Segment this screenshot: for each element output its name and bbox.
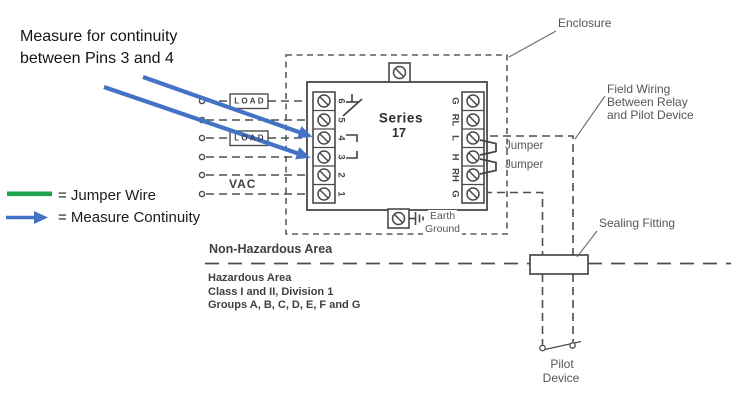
sealing-fitting-label: Sealing Fitting (599, 216, 676, 230)
enclosure-outline (285, 54, 508, 235)
terminal-number-3: 3 (335, 154, 347, 160)
field-wiring-line2: Between Relay (607, 95, 688, 109)
wire-end-circles (198, 97, 206, 198)
device-title-line2: 17 (392, 126, 406, 140)
terminal-number-1: 1 (335, 191, 347, 197)
enclosure-label: Enclosure (558, 16, 612, 30)
sealing-fitting-box (529, 254, 589, 275)
annotation-note: Measure for continuity between Pins 3 an… (20, 26, 177, 70)
no-contact-symbol (346, 134, 358, 159)
pilot-device-line2: Device (542, 371, 580, 385)
terminal-number-5: 5 (335, 117, 347, 123)
vac-label: VAC (229, 177, 257, 191)
nc-contact-symbol (342, 94, 363, 117)
screw-icon (391, 211, 406, 226)
load-label-2: LOAD (234, 133, 266, 143)
terminal-number-4: 4 (335, 135, 347, 141)
load-box-1 (229, 93, 269, 110)
right-terminal-strip (461, 91, 485, 204)
earth-ground-terminal (387, 208, 424, 229)
jumper-wire-swatch-icon (7, 191, 52, 197)
field-wiring-lines (484, 135, 574, 345)
terminal-letter-g-bottom: G (449, 190, 461, 198)
hazardous-area-line1: Hazardous Area (208, 272, 292, 284)
terminal-number-6: 6 (335, 98, 347, 104)
terminal-letter-g-top: G (449, 97, 461, 105)
hazardous-area-line3: Groups A, B, C, D, E, F and G (208, 299, 361, 311)
terminal-letter-h: H (449, 153, 461, 161)
jumper-label-2: Jumper (505, 159, 544, 171)
terminal-letter-rh: RH (449, 168, 461, 182)
field-wiring-line1: Field Wiring (607, 82, 671, 96)
terminal-number-2: 2 (335, 172, 347, 178)
ground-symbol-icon (409, 212, 424, 225)
hazardous-area-block: Hazardous Area Class I and II, Division … (208, 272, 360, 313)
annotation-line2: between Pins 3 and 4 (20, 50, 174, 67)
non-hazardous-area-label: Non-Hazardous Area (209, 242, 333, 256)
jumper-label-1: Jumper (505, 140, 544, 152)
screw-icons (466, 94, 480, 201)
earth-ground-line2: Ground (423, 222, 463, 235)
arrow-to-pin4 (142, 75, 313, 139)
top-terminal (388, 62, 411, 83)
pilot-device-switch (539, 340, 582, 352)
legend-jumper-wire-label: = Jumper Wire (58, 187, 156, 204)
earth-ground-line1: Earth (428, 210, 458, 222)
load-label-1: LOAD (234, 96, 266, 106)
terminal-letter-l: L (449, 135, 461, 141)
annotation-line1: Measure for continuity (20, 28, 178, 45)
field-wiring-line3: and Pilot Device (607, 108, 694, 122)
terminal-letter-rl: RL (449, 113, 461, 127)
jumper-wires (479, 139, 497, 175)
arrow-to-pin3 (103, 85, 311, 160)
continuity-arrows (103, 75, 313, 160)
pilot-device-line1: Pilot (550, 357, 574, 371)
field-wiring-label: Field Wiring Between Relay and Pilot Dev… (607, 83, 694, 122)
device-title-line1: Series (378, 110, 424, 126)
left-terminal-strip (312, 91, 336, 204)
screw-icons (317, 94, 331, 201)
screw-icon (392, 65, 407, 80)
hazardous-area-line2: Class I and II, Division 1 (208, 285, 334, 298)
leader-lines (508, 30, 606, 258)
legend-measure-continuity-label: = Measure Continuity (58, 209, 201, 226)
